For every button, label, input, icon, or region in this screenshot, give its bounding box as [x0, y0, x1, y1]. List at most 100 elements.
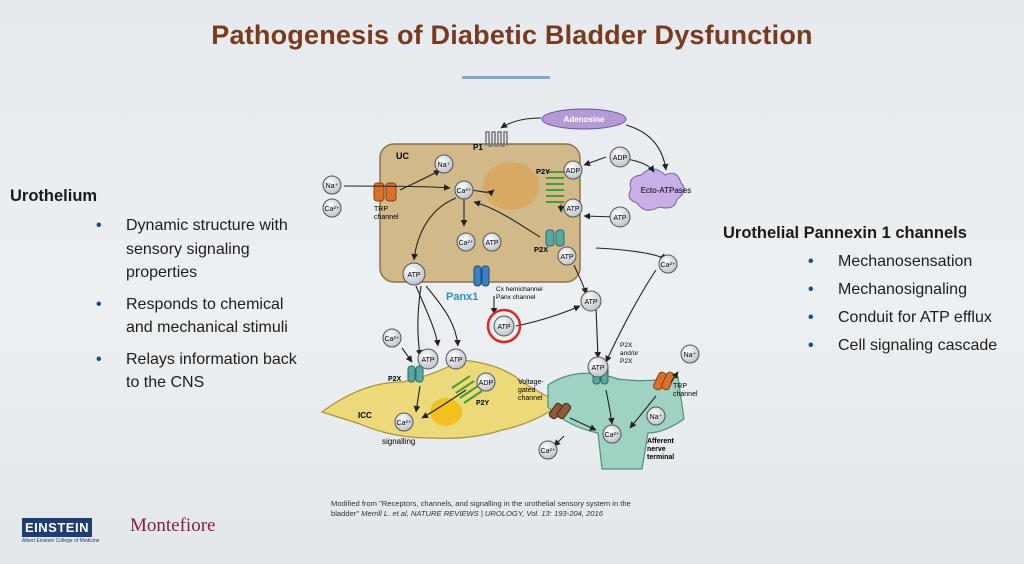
p2y-receptor-icon: [546, 171, 564, 203]
voltage-gated-label: Voltage-: [518, 379, 544, 386]
trp-label-afferent: TRP: [673, 383, 687, 390]
p2y-label-icc: P2Y: [476, 400, 490, 407]
p2x3-label: P2X: [620, 358, 633, 365]
ecto-atpases-blob: [628, 168, 685, 211]
svg-text:Ca²⁺: Ca²⁺: [385, 336, 400, 343]
panx-channel-label: Panx channel: [496, 294, 536, 301]
na-molecule: Na⁺: [680, 344, 700, 364]
svg-text:Na⁺: Na⁺: [438, 162, 451, 169]
icc-label: ICC: [358, 411, 372, 420]
ca-molecule: Ca²⁺: [602, 424, 622, 444]
ca-molecule: Ca²⁺: [658, 254, 678, 274]
list-item: •Relays information back to the CNS: [96, 348, 311, 395]
svg-text:Ca²⁺: Ca²⁺: [541, 448, 556, 455]
slide-title: Pathogenesis of Diabetic Bladder Dysfunc…: [211, 20, 813, 50]
na-molecule: Na⁺: [646, 406, 666, 426]
list-item: •Mechanosensation: [808, 251, 1023, 273]
bladder-signaling-diagram: UC P1 Adenosine Ecto-ATPases P2Y TRP cha…: [320, 108, 700, 470]
trp-channel-afferent-icon: [653, 371, 675, 391]
voltage-gated-channel-icon: [548, 402, 572, 420]
svg-text:ATP: ATP: [566, 206, 579, 213]
panx1-atp-highlight-ring: [486, 308, 522, 344]
svg-text:Na⁺: Na⁺: [326, 183, 339, 190]
p2y-label-uc: P2Y: [536, 167, 550, 176]
svg-text:ATP: ATP: [485, 240, 498, 247]
uc-nucleus: [483, 162, 539, 210]
p2y-receptor-icc-icon: [451, 375, 483, 404]
svg-text:ATP: ATP: [560, 254, 573, 261]
ca-molecule: Ca²⁺: [322, 198, 342, 218]
ca-molecule: Ca²⁺: [456, 232, 476, 252]
p1-label: P1: [473, 143, 483, 152]
icc-signalling-label: signalling: [382, 437, 415, 446]
gated-label: gated: [518, 387, 536, 394]
na-molecule: Na⁺: [434, 154, 454, 174]
svg-text:ADP: ADP: [613, 155, 628, 162]
trp-label-uc: TRP: [374, 206, 388, 213]
atp-molecule: ATP: [402, 262, 426, 286]
svg-text:Ca²⁺: Ca²⁺: [325, 206, 340, 213]
p2x-label-uc: P2X: [534, 245, 548, 254]
panx1-label: Panx1: [446, 291, 478, 303]
ca-molecule: Ca²⁺: [538, 440, 558, 460]
bullet-icon: •: [808, 281, 814, 298]
list-item: •Cell signaling cascade: [808, 335, 1023, 357]
svg-text:Ca²⁺: Ca²⁺: [457, 188, 472, 195]
bullet-icon: •: [96, 217, 102, 234]
svg-text:ATP: ATP: [407, 272, 420, 279]
svg-text:ATP: ATP: [497, 324, 510, 331]
bullet-icon: •: [96, 350, 102, 368]
svg-text:ATP: ATP: [591, 365, 604, 372]
list-item: •Responds to chemical and mechanical sti…: [96, 293, 311, 340]
p2x-andor-label: and/or: [620, 350, 639, 357]
trp-label-uc-2: channel: [374, 214, 399, 221]
svg-text:ATP: ATP: [421, 357, 434, 364]
einstein-logo: EINSTEIN Albert Einstein College of Medi…: [22, 518, 100, 544]
atp-molecule: ATP: [580, 290, 602, 312]
afferent-label: Afferent: [647, 438, 675, 445]
trp-channel-label-afferent: channel: [673, 391, 698, 398]
trp-channel-icon: [373, 182, 397, 202]
svg-text:Na⁺: Na⁺: [684, 352, 697, 359]
urothelium-heading: Urothelium: [10, 187, 98, 205]
svg-text:Na⁺: Na⁺: [650, 414, 663, 421]
list-item: •Dynamic structure with sensory signalin…: [96, 214, 311, 285]
list-item: •Conduit for ATP efflux: [808, 307, 1023, 329]
atp-molecule: ATP: [417, 348, 439, 370]
p1-receptor-icon: [485, 131, 508, 147]
p2x-channel-icon: [545, 229, 565, 247]
p2x-label-afferent: P2X: [620, 342, 633, 349]
bullet-icon: •: [808, 253, 814, 270]
list-item: •Mechanosignaling: [808, 279, 1023, 301]
cx-hemichannel-label: Cx hemichannel: [496, 286, 543, 293]
adp-molecule: ADP: [563, 160, 583, 180]
montefiore-logo: Montefiore: [130, 515, 216, 536]
ecto-atpases-label: Ecto-ATPases: [641, 186, 692, 195]
uc-cell: [379, 143, 581, 283]
atp-molecule: ATP: [445, 348, 467, 370]
adenosine-label: Adenosine: [564, 115, 605, 124]
figure-citation: Modified from "Receptors, channels, and …: [331, 499, 631, 518]
uc-label: UC: [396, 151, 409, 161]
svg-text:ATP: ATP: [449, 357, 462, 364]
na-molecule: Na⁺: [322, 175, 342, 195]
adp-molecule: ADP: [476, 372, 496, 392]
ca-molecule: Ca²⁺: [394, 412, 414, 432]
svg-text:Ca²⁺: Ca²⁺: [605, 432, 620, 439]
svg-text:ADP: ADP: [566, 168, 581, 175]
adenosine-bubble: [541, 108, 627, 130]
svg-text:Ca²⁺: Ca²⁺: [459, 240, 474, 247]
pannexin-bullet-list: •Mechanosensation •Mechanosignaling •Con…: [808, 251, 1023, 363]
bullet-icon: •: [808, 337, 814, 354]
atp-molecule: ATP: [482, 232, 502, 252]
adp-molecule: ADP: [609, 146, 631, 168]
bullet-icon: •: [808, 309, 814, 326]
title-underline: [462, 76, 550, 79]
atp-molecule: ATP: [493, 315, 515, 337]
ca-molecule: Ca²⁺: [454, 180, 474, 200]
svg-text:Ca²⁺: Ca²⁺: [397, 420, 412, 427]
ca-molecule: Ca²⁺: [382, 328, 402, 348]
svg-text:Ca²⁺: Ca²⁺: [661, 262, 676, 269]
svg-text:ADP: ADP: [479, 380, 494, 387]
pannexin-heading: Urothelial Pannexin 1 channels: [723, 224, 967, 242]
